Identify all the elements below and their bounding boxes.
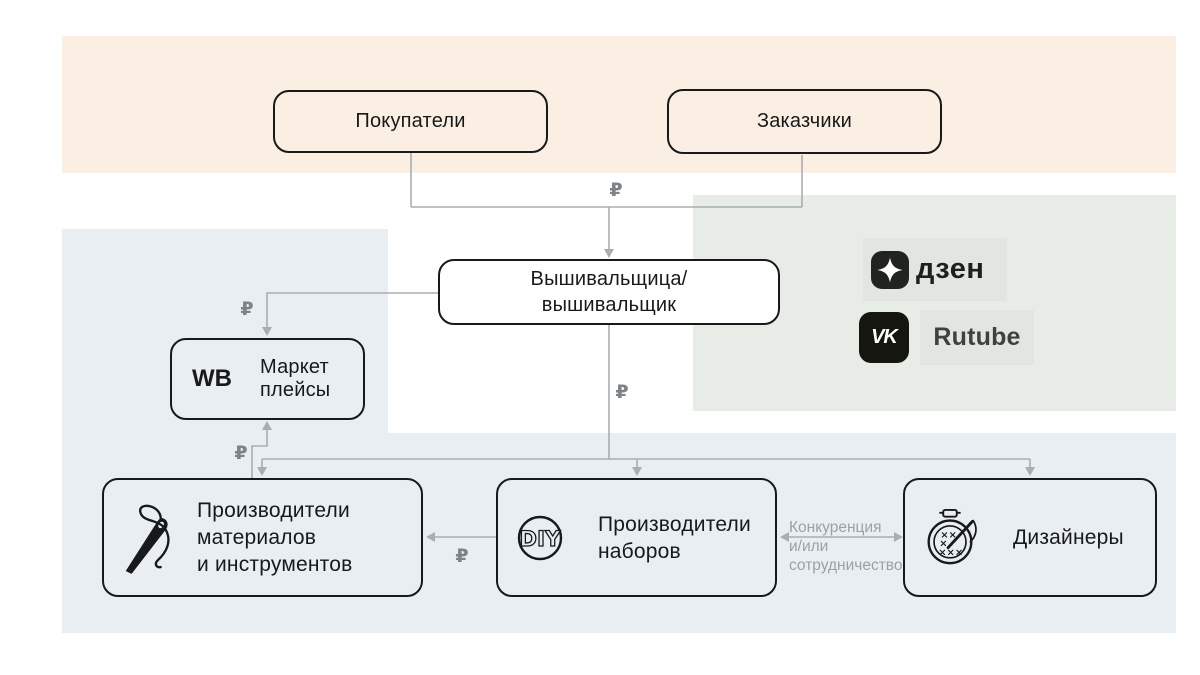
- svg-text:DIY: DIY: [519, 527, 561, 551]
- node-label: вышивальщик: [541, 294, 677, 316]
- svg-text:×: ×: [939, 538, 947, 549]
- node-marketplaces: WB Маркет плейсы: [170, 338, 365, 420]
- consumers-band: [62, 36, 1176, 173]
- node-label: Производители: [598, 512, 751, 536]
- node-material-manufacturers: Производители материалов и инструментов: [102, 478, 423, 597]
- node-label: и инструментов: [197, 553, 353, 576]
- node-label: Заказчики: [756, 110, 853, 132]
- ruble-label: ₽: [240, 298, 254, 320]
- rutube-label: Rutube: [933, 323, 1021, 351]
- wildberries-logo: WB: [192, 365, 232, 392]
- node-label: Дизайнеры: [1013, 526, 1124, 549]
- ruble-label: ₽: [615, 381, 629, 403]
- svg-text:×××: ×××: [938, 547, 963, 558]
- svg-text:××: ××: [940, 530, 957, 541]
- node-label: наборов: [598, 539, 681, 563]
- rutube-logo: Rutube: [920, 310, 1034, 365]
- node-kit-manufacturers: DIY Производители наборов: [496, 478, 777, 597]
- ruble-label: ₽: [455, 545, 469, 567]
- node-label: Маркет: [259, 356, 329, 378]
- dzen-logo: дзен: [863, 238, 1007, 301]
- node-buyers: Покупатели: [273, 90, 548, 153]
- node-designers: ×××××× Дизайнеры: [903, 478, 1157, 597]
- dzen-star-icon: [871, 250, 909, 289]
- node-label: Производители: [197, 499, 350, 522]
- diy-badge-icon: DIY: [517, 515, 563, 560]
- needle-thread-icon: [125, 504, 170, 574]
- node-label: плейсы: [259, 379, 331, 401]
- node-label: Покупатели: [355, 110, 466, 132]
- node-label: материалов: [197, 526, 317, 549]
- ruble-label: ₽: [609, 179, 623, 201]
- dzen-label: дзен: [916, 253, 985, 285]
- vk-logo: VK: [859, 312, 909, 363]
- node-clients: Заказчики: [667, 89, 942, 154]
- ruble-label: ₽: [234, 442, 248, 464]
- node-embroiderer: Вышивальщица/ вышивальщик: [438, 259, 780, 325]
- embroidery-hoop-icon: ××××××: [927, 508, 977, 564]
- vk-icon: VK: [871, 326, 898, 348]
- node-label: Вышивальщица/: [530, 268, 688, 290]
- competition-note: Конкуренция и/или сотрудничество: [789, 519, 903, 574]
